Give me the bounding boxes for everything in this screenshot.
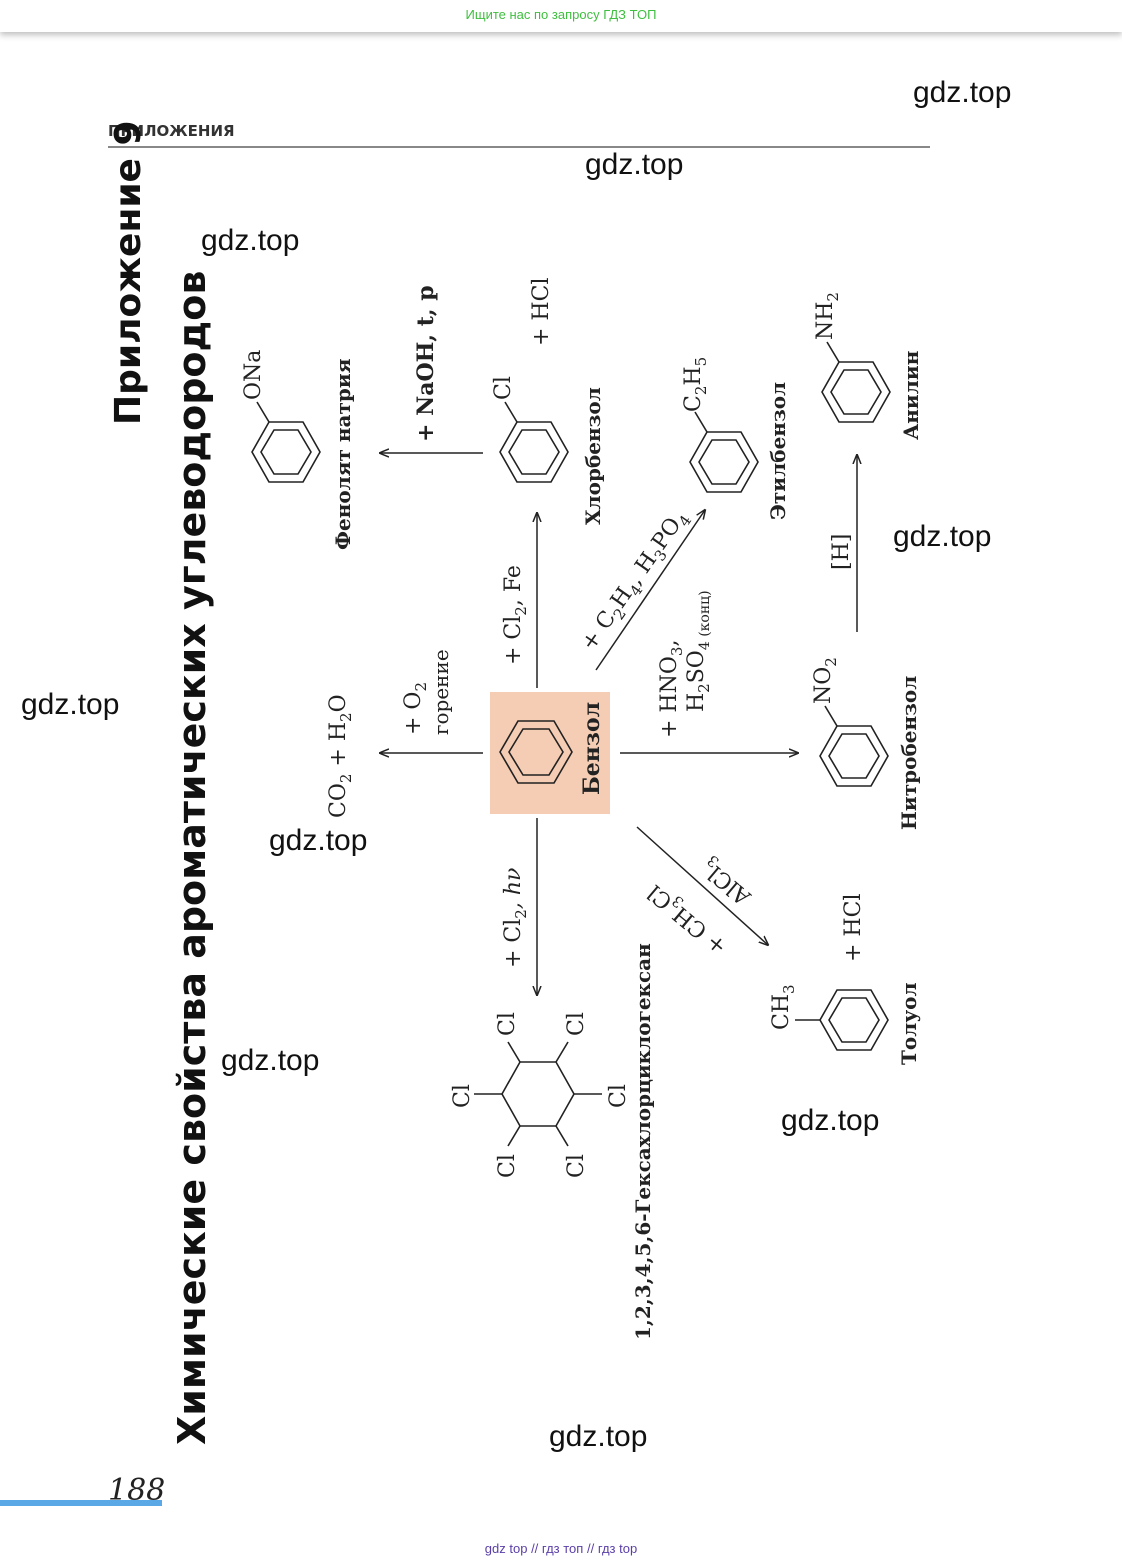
oxygen-reagent: + O2 [401,682,430,735]
footer-link-2[interactable]: гдз топ [541,1541,584,1556]
watermark: gdz.top [201,224,300,257]
hexachlorocyclohexane-label: 1,2,3,4,5,6-Гексахлорциклогексан [631,943,655,1340]
sulfuric-acid-reagent: H2SO4 (конц) [684,590,713,712]
toluene-ring [795,989,889,1051]
header-divider [108,146,930,148]
ethylene-reagent: + C2H4, H3PO4 [576,505,695,657]
watermark: gdz.top [269,824,368,857]
footer: gdz top // гдз топ // гдз top [0,1541,1122,1556]
arrow-alkylation-chloromethane [636,826,768,945]
cl2-fe-reagent: + Cl2, Fe [501,565,530,665]
aniline-label: Анилин [899,351,923,440]
footer-link-1[interactable]: gdz top [484,1541,528,1556]
cl-left: Cl [450,1084,475,1108]
aluminum-chloride-catalyst: AlCl3 [697,851,760,910]
footer-separator: // [531,1541,539,1556]
watermark: gdz.top [21,688,120,721]
ethylbenzene-ring [689,411,759,493]
sodium-phenolate-ring [251,401,321,483]
chlorobenzene-ring [499,401,569,483]
ethylbenzene-label: Этилбензол [766,382,790,520]
main-title: Химические свойства ароматических углево… [170,271,214,1445]
cl-bottom-left: Cl [495,1154,520,1178]
section-header: ПРИЛОЖЕНИЯ [108,122,235,140]
hexachlorocyclohexane-ring [474,1041,602,1147]
watermark: gdz.top [893,520,992,553]
cl-right: Cl [606,1084,631,1108]
amino-substituent: NH2 [813,292,842,340]
burning-label: горение [429,649,453,735]
aniline-ring [821,341,891,423]
hcl-byproduct-top: + HCl [529,278,554,346]
arrow-alkylation-ethylene [595,510,705,671]
watermark: gdz.top [549,1420,648,1453]
cl2-light-reagent: + Cl2, hν [501,868,530,968]
toluene-label: Толуол [897,982,921,1065]
cl-bottom-right: Cl [564,1154,589,1178]
ona-substituent: ONa [241,350,266,400]
watermark: gdz.top [913,76,1012,109]
cl-top-right: Cl [564,1012,589,1036]
naoh-reagent: + NaOH, t, p [413,285,439,442]
nitro-substituent: NO2 [811,657,840,704]
benzene-ring [499,720,573,784]
top-banner-text: Ищите нас по запросу ГДЗ ТОП [465,7,657,22]
nitrobenzene-ring [819,705,889,787]
hydrogen-reagent: [H] [829,534,854,570]
nitric-acid-reagent: + HNO3, [657,640,686,738]
footer-link-3[interactable]: гдз top [597,1541,638,1556]
chlorobenzene-label: Хлорбензол [581,387,605,525]
methyl-substituent: CH3 [769,984,798,1030]
sodium-phenolate-label: Фенолят натрия [331,358,355,550]
watermark: gdz.top [221,1044,320,1077]
appendix-title: Приложение 9 [108,120,149,425]
ethyl-substituent: C2H5 [681,357,710,412]
combustion-products: CO2 + H2O [326,694,355,818]
footer-separator: // [586,1541,595,1556]
cl-substituent: Cl [491,376,516,400]
page-accent-bar [0,1500,162,1506]
watermark: gdz.top [585,148,684,181]
hcl-byproduct-bottom: + HCl [841,894,866,962]
benzene-label: Бензол [579,702,605,795]
top-banner: Ищите нас по запросу ГДЗ ТОП [0,0,1122,32]
cl-top-left: Cl [495,1012,520,1036]
nitrobenzene-label: Нитробензол [897,676,921,830]
watermark: gdz.top [781,1104,880,1137]
